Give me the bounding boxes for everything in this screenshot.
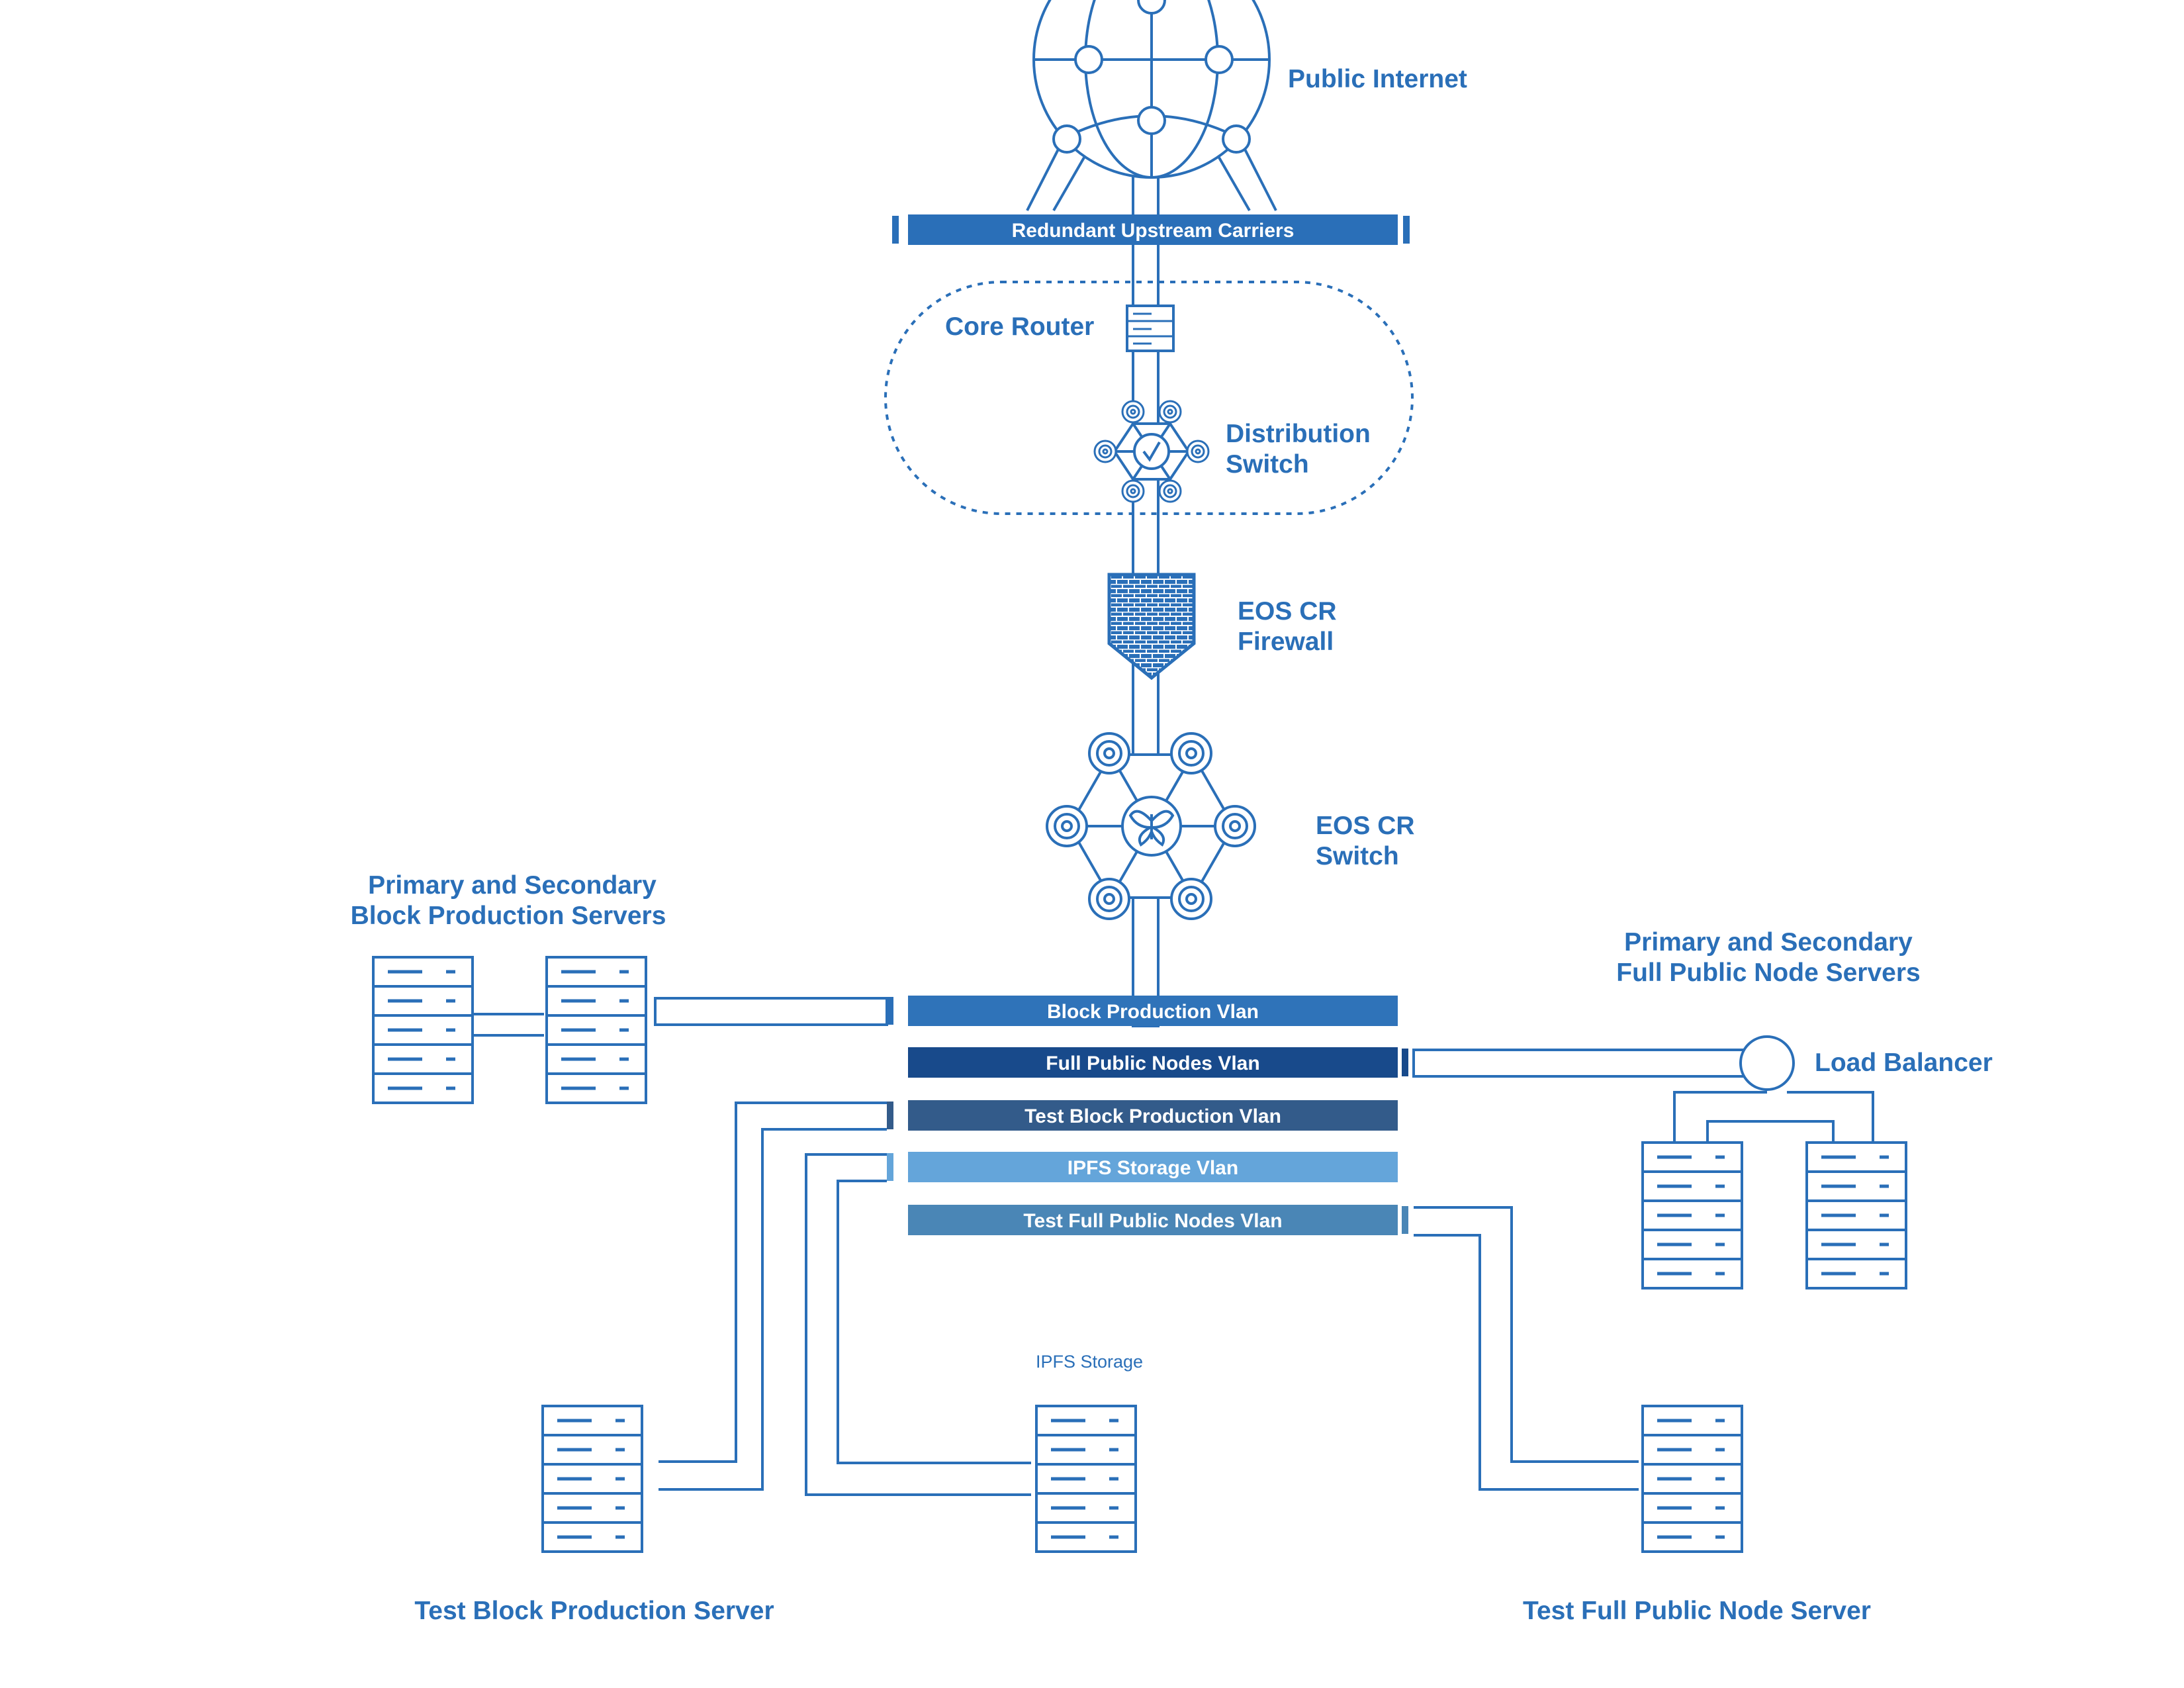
eos-switch-icon (1046, 732, 1256, 920)
upstream-carriers-label: Redundant Upstream Carriers (1012, 220, 1295, 242)
test-full-public-nodes-vlan-label: Test Full Public Nodes Vlan (1023, 1210, 1282, 1232)
core-router-label: Core Router (945, 312, 1094, 341)
globe-icon (1026, 0, 1277, 211)
bp-secondary-rack (547, 957, 646, 1103)
firewall-shield-icon (1107, 573, 1196, 680)
bp-primary-rack (373, 957, 473, 1103)
test-bp-server-rack (543, 1406, 642, 1552)
fpn-primary-rack (1643, 1143, 1742, 1288)
full-public-nodes-vlan-label: Full Public Nodes Vlan (1046, 1053, 1259, 1074)
firewall-label-line1: EOS CR (1238, 597, 1337, 626)
distribution-switch-label-line2: Switch (1226, 450, 1309, 479)
test-block-production-vlan-label: Test Block Production Vlan (1024, 1105, 1281, 1127)
ipfs-storage-label: IPFS Storage (1036, 1352, 1143, 1372)
distribution-switch-label-line1: Distribution (1226, 420, 1371, 448)
test-fpn-server-label: Test Full Public Node Server (1523, 1597, 1871, 1625)
bp-servers-label-line1: Primary and Secondary (368, 871, 657, 900)
ipfs-storage-rack (1036, 1406, 1136, 1552)
connectors (473, 997, 1874, 1496)
block-production-vlan-label: Block Production Vlan (1047, 1001, 1259, 1023)
ipfs-storage-vlan-label: IPFS Storage Vlan (1068, 1157, 1238, 1179)
eos-switch-label-line2: Switch (1316, 842, 1399, 870)
fpn-secondary-rack (1807, 1143, 1906, 1288)
distribution-switch-icon (1093, 400, 1210, 503)
core-zone-boundary (884, 281, 1414, 515)
upstream-carriers-bar: Redundant Upstream Carriers (892, 214, 1410, 245)
router-icon (1126, 305, 1175, 352)
eos-switch-label-line1: EOS CR (1316, 812, 1415, 840)
public-internet-label: Public Internet (1288, 65, 1467, 93)
test-bp-server-label: Test Block Production Server (414, 1597, 774, 1625)
bp-servers-label-line2: Block Production Servers (351, 902, 666, 930)
fpn-servers-label-line1: Primary and Secondary (1624, 928, 1913, 957)
firewall-label-line2: Firewall (1238, 628, 1334, 656)
load-balancer-icon (1739, 1035, 1795, 1091)
vlan-bars: Block Production Vlan Full Public Nodes … (887, 996, 1408, 1235)
test-fpn-server-rack (1643, 1406, 1742, 1552)
load-balancer-label: Load Balancer (1815, 1049, 1993, 1077)
fpn-servers-label-line2: Full Public Node Servers (1616, 959, 1920, 987)
